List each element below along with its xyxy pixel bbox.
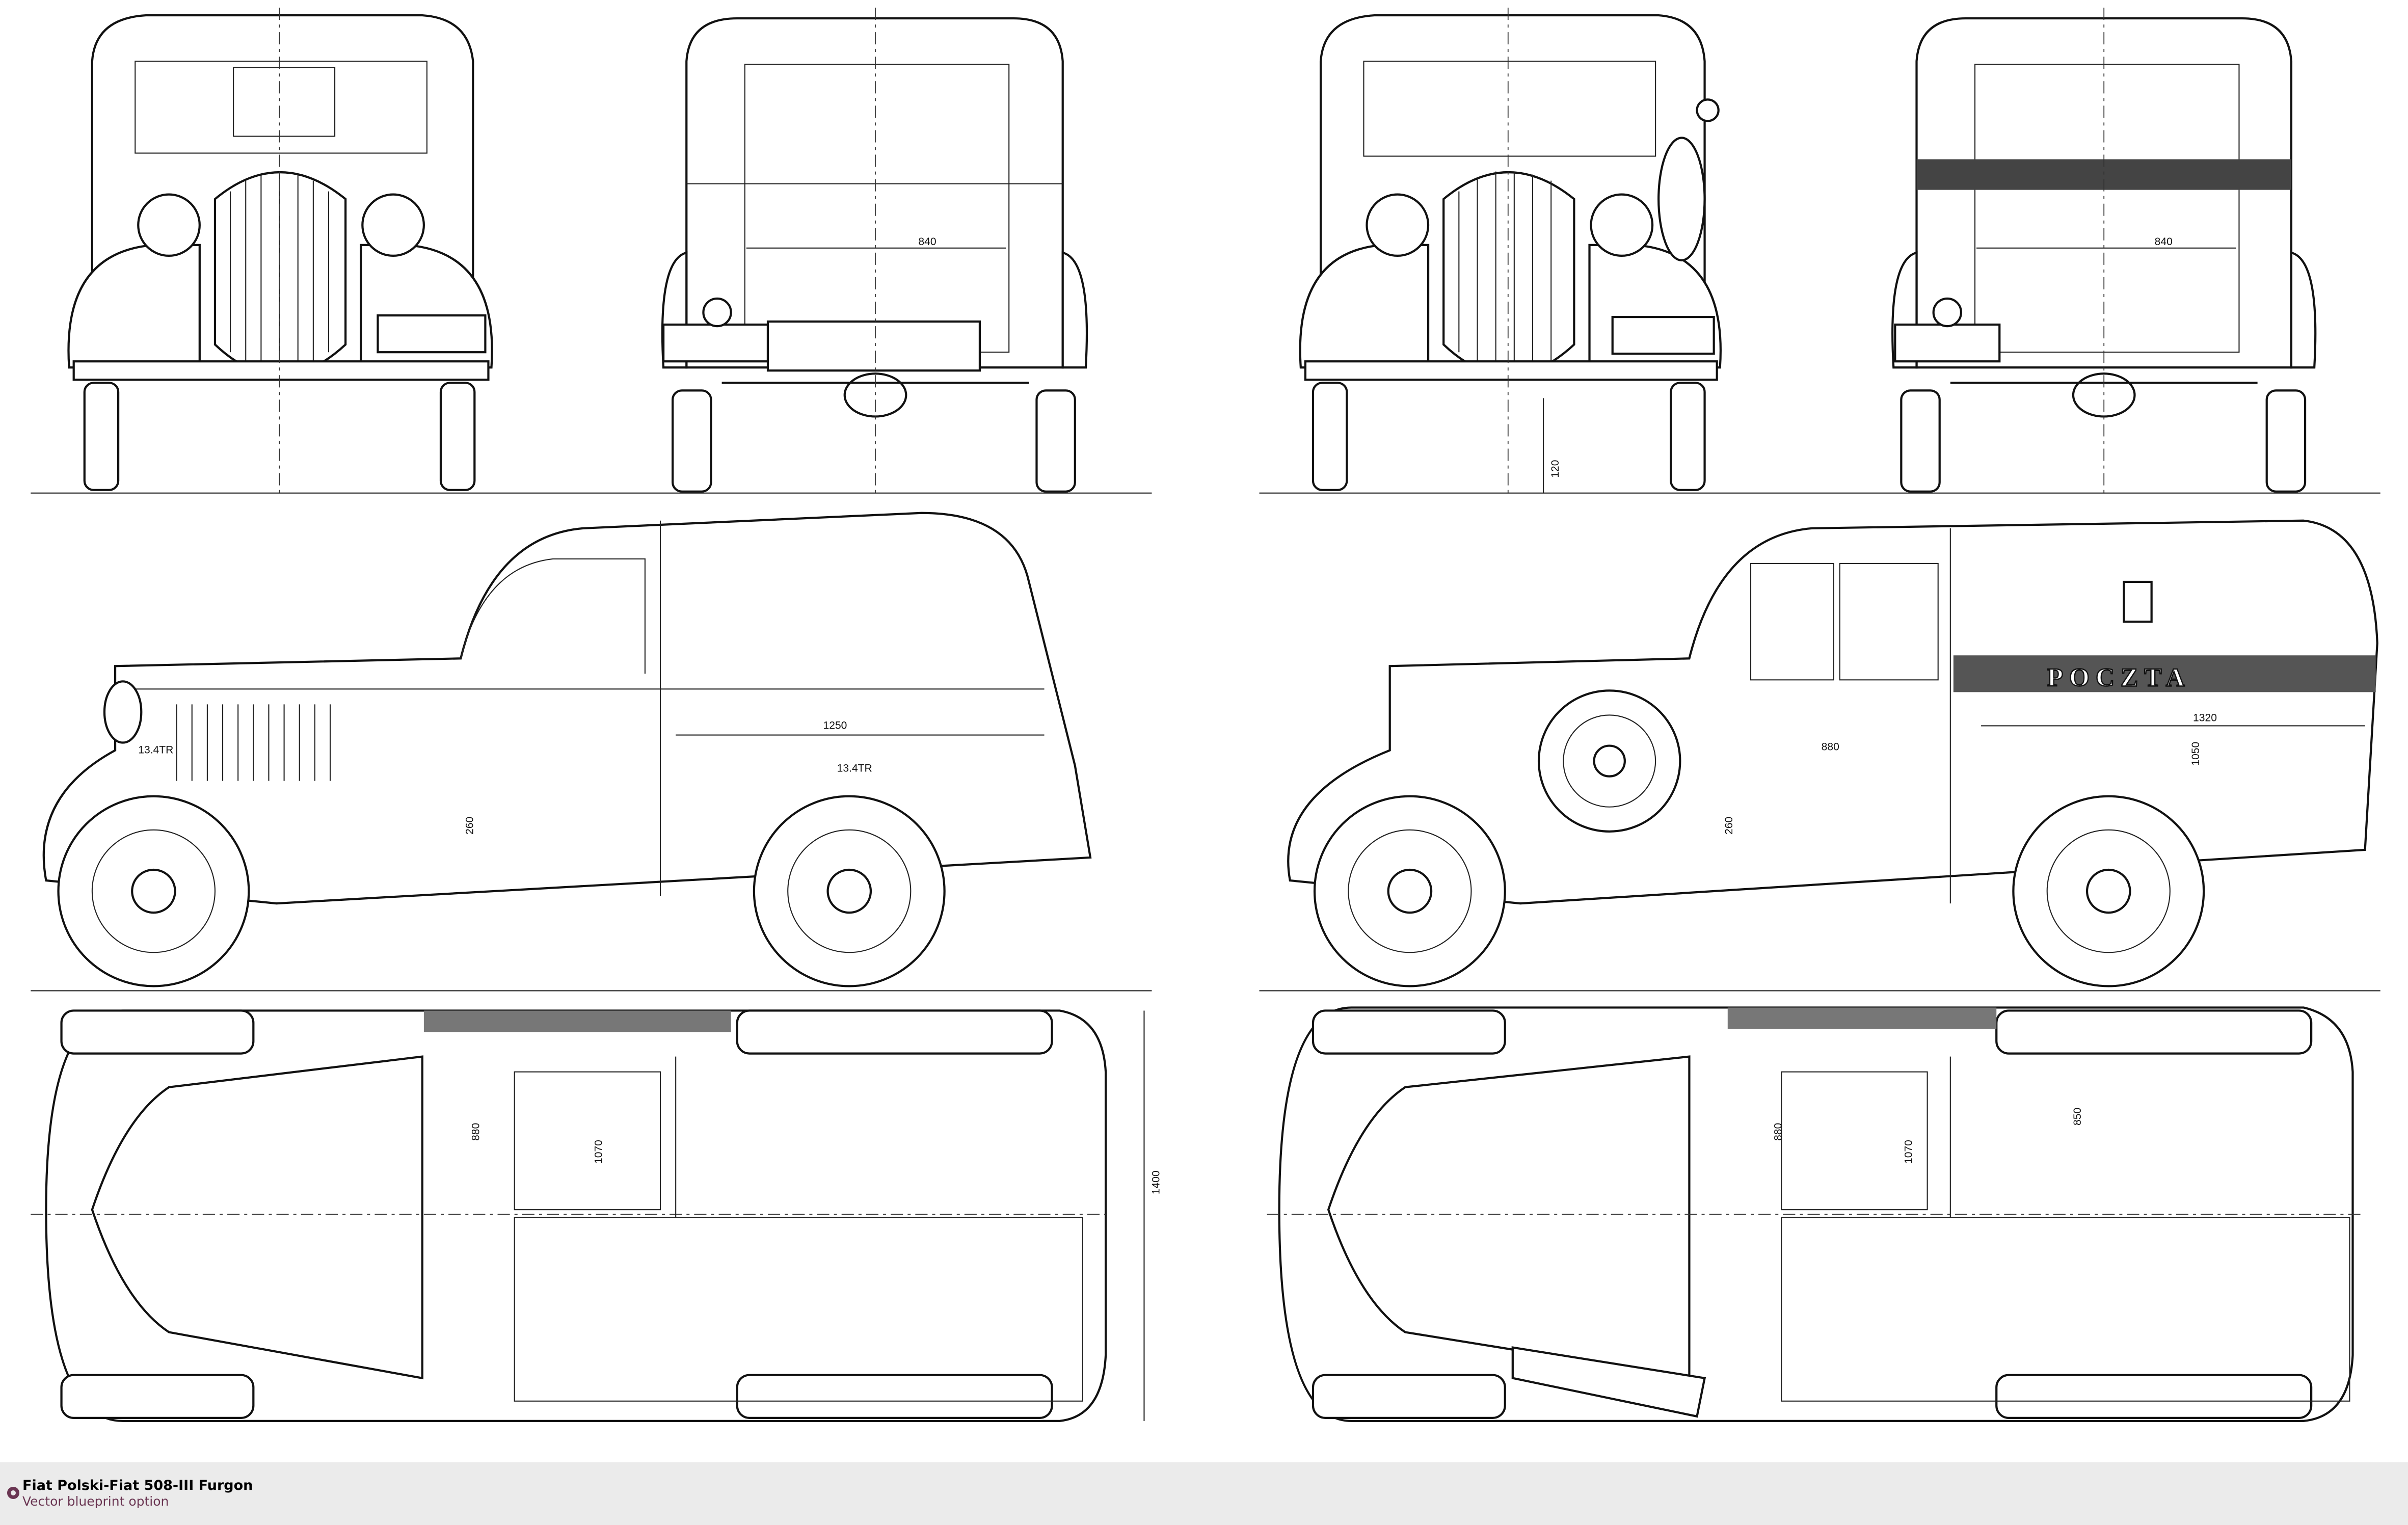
dimension-label: 260 [464, 817, 475, 835]
side-view-right: POCZTA 1320 880 1050 260 [1287, 519, 2378, 987]
front-view-right: 120 [1299, 8, 1722, 493]
caption-subtitle: Vector blueprint option [22, 1494, 169, 1509]
dimension-label: 840 [2155, 236, 2173, 248]
top-view-left: 1400 880 1070 [31, 1009, 1162, 1422]
blueprint-drawing: 840 120 840 [31, 8, 2380, 1422]
rear-view-right: 840 [1891, 8, 2317, 493]
caption-bar: Fiat Polski-Fiat 508-III Furgon Vector b… [0, 1462, 2408, 1525]
poczta-lettering: POCZTA [2047, 663, 2191, 692]
dimension-label: 880 [1822, 741, 1839, 753]
dimension-label: 120 [1549, 460, 1561, 478]
dimension-label: 1070 [1903, 1140, 1914, 1164]
rear-view-left: 840 [661, 8, 1088, 493]
dimension-label: 880 [470, 1123, 481, 1141]
tyre-label: 13.4TR [837, 763, 872, 774]
dimension-label: 840 [918, 236, 936, 248]
dimension-label: 850 [2072, 1108, 2083, 1126]
tyre-label: 13.4TR [138, 744, 173, 756]
side-view-left: 1250 260 13.4TR 13.4TR [42, 512, 1092, 987]
dimension-label: 1050 [2190, 742, 2202, 766]
top-view-right: 880 1070 850 [1267, 1006, 2365, 1422]
caption-title: Fiat Polski-Fiat 508-III Furgon [22, 1478, 253, 1493]
dimension-label: 1070 [593, 1140, 604, 1164]
front-view-left [67, 8, 493, 493]
dimension-label: 1400 [1151, 1170, 1162, 1194]
dimension-label: 1250 [823, 720, 847, 732]
dimension-label: 260 [1723, 817, 1735, 835]
dimension-label: 880 [1772, 1123, 1784, 1141]
dimension-label: 1320 [2193, 712, 2217, 724]
circle-logo-icon [7, 1487, 19, 1499]
